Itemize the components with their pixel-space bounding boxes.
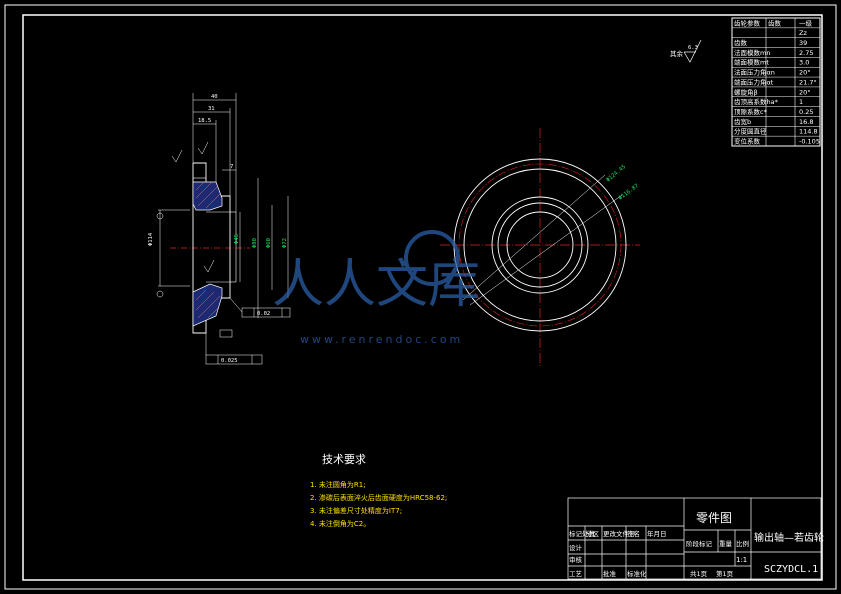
tb-sheet-no: 第1页 xyxy=(716,569,734,578)
tb-role-label: 标准化 xyxy=(627,569,647,578)
param-label: 变位系数 xyxy=(734,137,761,146)
param-value: -0.105 xyxy=(799,138,820,146)
param-value: 39 xyxy=(799,39,807,47)
param-label: 法面模数mn xyxy=(734,48,770,57)
param-value: 1 xyxy=(799,98,803,106)
tb-sheet-total: 共1页 xyxy=(690,569,708,578)
tech-item-3: 3. 未注偏差尺寸处精度为IT7; xyxy=(310,506,402,515)
tb-role-label: 工艺 xyxy=(569,570,583,578)
param-label: 端面压力角αt xyxy=(734,77,774,86)
inner-frame xyxy=(22,14,823,581)
tb-role-label: 设计 xyxy=(569,543,583,552)
tb-header-cell: 签名 xyxy=(627,529,640,538)
param-label: 齿轮参数 xyxy=(734,18,761,27)
tech-title: 技术要求 xyxy=(322,453,366,466)
outer-frame xyxy=(4,4,837,590)
param-value: 2.75 xyxy=(799,49,813,57)
title-block xyxy=(567,497,822,580)
param-sub: 齿数 xyxy=(768,18,782,27)
section-view: 40 31 18.5 7 Φ114 Φ80 Φ60 Φ72 Φ45 0 xyxy=(148,93,291,365)
dim-d1: Φ80 xyxy=(252,238,258,248)
tb-header-cell: 更改文件号 xyxy=(603,529,636,538)
tb-header-cell: 年月日 xyxy=(647,529,667,538)
tb-drawing-type: 零件图 xyxy=(696,511,732,525)
circ-dim-2: Φ116.87 xyxy=(618,183,640,201)
tb-part-name: 输出轴—若齿轮 xyxy=(754,531,824,544)
param-value: 一级 xyxy=(799,18,813,27)
param-label: 顶隙系数c* xyxy=(734,107,768,116)
param-value: 114.8 xyxy=(799,128,818,136)
dim-d2: Φ60 xyxy=(266,238,272,248)
roughness-symbol: 其余 6.3 xyxy=(670,39,702,63)
front-view: Φ124.45 Φ116.87 xyxy=(440,128,640,368)
param-value: 20° xyxy=(799,88,811,96)
param-label: 端面模数mt xyxy=(734,58,769,67)
dim-width-top: 40 xyxy=(211,94,218,100)
param-value: 20° xyxy=(799,69,811,77)
watermark-text: 人人文库 xyxy=(272,255,480,315)
param-label: 齿宽b xyxy=(734,117,751,126)
param-value: 3.0 xyxy=(799,59,809,67)
dim-hub: 7 xyxy=(230,164,233,170)
tb-role-label: 批准 xyxy=(603,569,617,578)
dim-bore-left: Φ114 xyxy=(148,232,154,246)
tb-stage-label: 阶段标记 xyxy=(686,539,713,548)
tech-item-4: 4. 未注倒角为C2。 xyxy=(310,519,370,528)
dim-d4: Φ72 xyxy=(282,238,288,248)
param-label: 齿数 xyxy=(734,38,748,47)
param-label: 分度圆直径 xyxy=(734,127,767,136)
tb-drawing-no: SCZYDCL.1 xyxy=(764,564,818,575)
param-label: 螺旋角β xyxy=(734,87,758,96)
tol-runout-1: 0.02 xyxy=(257,311,270,317)
param-label: 齿顶高系数ha* xyxy=(734,97,779,106)
tol-runout-2: 0.025 xyxy=(221,358,238,364)
param-value: 0.25 xyxy=(799,108,813,116)
tech-item-1: 1. 未注圆角为R1; xyxy=(310,480,366,489)
dim-width-mid: 31 xyxy=(208,106,215,112)
tb-header-cell: 分区 xyxy=(586,529,600,538)
param-label: 法面压力角αn xyxy=(734,68,775,77)
tb-role-label: 审核 xyxy=(569,555,583,564)
tb-scale-value: 1:1 xyxy=(736,556,747,564)
tech-requirements: 技术要求 1. 未注圆角为R1; 2. 渗碳后表面淬火后齿面硬度为HRC58-6… xyxy=(310,453,447,528)
tb-weight-label: 重量 xyxy=(719,540,733,548)
dim-width-low: 18.5 xyxy=(198,118,211,124)
tb-scale-label: 比例 xyxy=(736,539,749,548)
roughness-note: 其余 xyxy=(670,49,684,58)
param-value: 21.7° xyxy=(799,78,817,86)
param-value: Zz xyxy=(799,29,807,37)
watermark: 人人文库 www.renrendoc.com xyxy=(272,230,480,346)
watermark-url: www.renrendoc.com xyxy=(300,333,463,346)
tech-item-2: 2. 渗碳后表面淬火后齿面硬度为HRC58-62; xyxy=(310,493,447,502)
dim-d3: Φ45 xyxy=(234,234,240,244)
tb-header-cell: 标记处数 xyxy=(569,529,596,538)
param-value: 16.8 xyxy=(799,118,813,126)
roughness-value: 6.3 xyxy=(688,45,698,51)
circ-dim-1: Φ124.45 xyxy=(605,164,627,184)
